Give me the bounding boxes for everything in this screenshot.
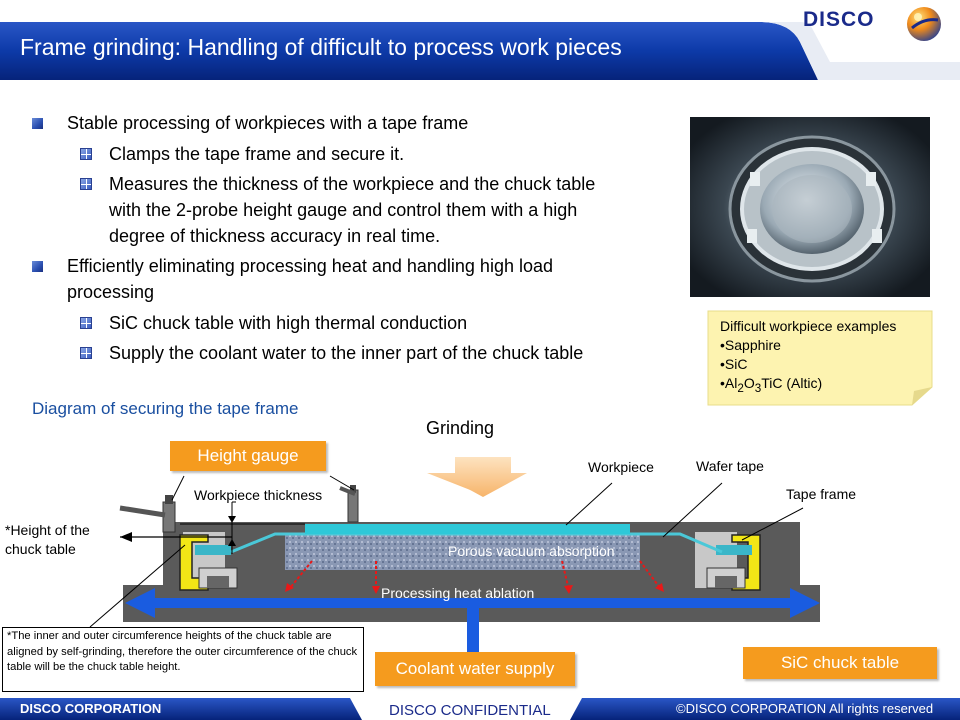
title-bar — [0, 22, 960, 80]
porous-label: Porous vacuum absorption — [448, 543, 615, 559]
sub-bullet-icon — [80, 148, 92, 160]
note-title: Difficult workpiece examples — [720, 318, 897, 334]
chuck-table-photo — [690, 117, 930, 297]
porous-area — [285, 535, 640, 570]
disco-logo: DISCO — [803, 8, 875, 31]
heat-flow-arrow — [125, 588, 820, 618]
note-text: Difficult workpiece examples •Sapphire •… — [720, 317, 896, 398]
bullet-eliminating-heat: Efficiently eliminating processing heat … — [67, 253, 553, 305]
workpiece-thickness-label: Workpiece thickness — [194, 487, 323, 503]
diagram-title: Diagram of securing the tape frame — [32, 399, 299, 418]
right-clamp — [731, 534, 761, 591]
bullet-measures-line3: degree of thickness accuracy in real tim… — [109, 226, 441, 246]
bullet-measures-line2: with the 2-probe height gauge and contro… — [109, 200, 578, 220]
bullet-eliminating-line1: Efficiently eliminating processing heat … — [67, 256, 553, 276]
chuck-height-label: *Height of the chuck table — [5, 522, 90, 557]
bullet-eliminating-line2: processing — [67, 282, 155, 302]
bullet-icon — [32, 261, 43, 272]
page-title: Frame grinding: Handling of difficult to… — [20, 34, 622, 60]
tape-frame-label: Tape frame — [786, 486, 857, 502]
bullet-sic-table: SiC chuck table with high thermal conduc… — [109, 313, 468, 333]
grinding-label: Grinding — [426, 418, 495, 438]
note-item-sapphire: •Sapphire — [720, 337, 781, 353]
coolant-label: Coolant water supply — [375, 652, 575, 686]
footer-confidential: DISCO CONFIDENTIAL — [389, 702, 551, 719]
height-gauge-label: Height gauge — [170, 441, 326, 471]
wafer-tape-label: Wafer tape — [696, 458, 764, 474]
footer-copyright: ©DISCO CORPORATION All rights reserved — [676, 701, 934, 716]
sub-bullet-icon — [80, 178, 92, 190]
bullet-stable-processing: Stable processing of workpieces with a t… — [67, 113, 469, 133]
note-item-sic: •SiC — [720, 356, 748, 372]
bullet-measures: Measures the thickness of the workpiece … — [109, 171, 595, 249]
bullet-icon — [32, 118, 43, 129]
note-item-altic: •Al2O3TiC (Altic) — [720, 375, 823, 395]
workpiece — [305, 524, 630, 534]
sub-bullet-icon — [80, 347, 92, 359]
footer-company: DISCO CORPORATION — [20, 701, 162, 716]
bullet-coolant: Supply the coolant water to the inner pa… — [109, 343, 584, 363]
coolant-pipe — [467, 606, 479, 652]
globe-icon — [907, 7, 941, 41]
workpiece-label: Workpiece — [588, 459, 654, 475]
bullet-clamps: Clamps the tape frame and secure it. — [109, 144, 405, 164]
heat-ablation-label: Processing heat ablation — [381, 585, 535, 601]
note-background — [707, 310, 933, 406]
sub-bullet-icon — [80, 317, 92, 329]
tape-frame-diagram — [89, 457, 820, 652]
footer-bar — [0, 698, 960, 720]
chuck-height-footnote: *The inner and outer circumference heigh… — [2, 627, 364, 692]
bullet-measures-line1: Measures the thickness of the workpiece … — [109, 174, 596, 194]
sic-table-label: SiC chuck table — [743, 647, 937, 679]
